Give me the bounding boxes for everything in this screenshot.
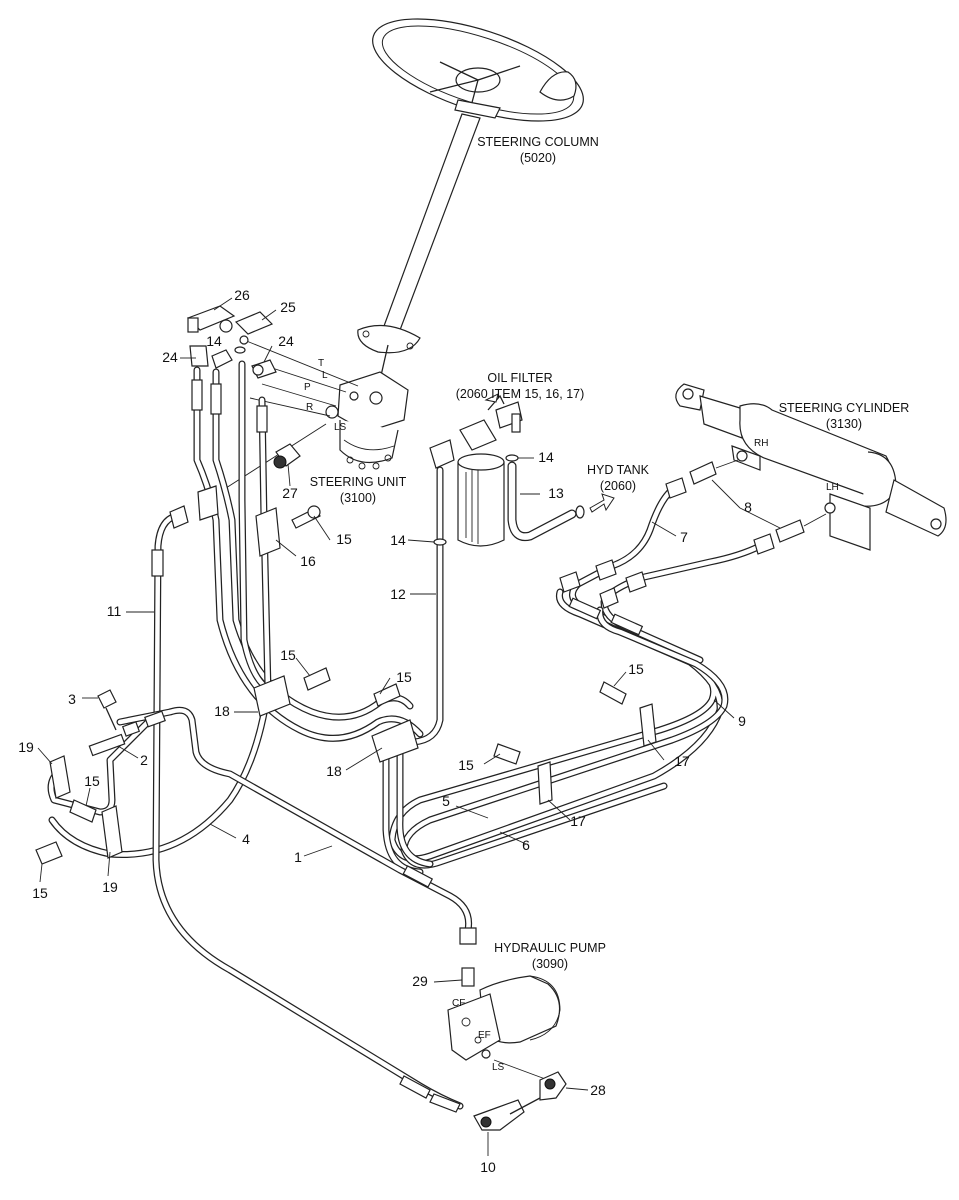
callout-6: 6 xyxy=(522,837,530,853)
callout-3: 3 xyxy=(68,691,76,707)
steering-unit xyxy=(325,371,409,470)
callout-25: 25 xyxy=(280,299,296,315)
clips-19 xyxy=(49,755,123,859)
callout-15-right: 15 xyxy=(628,661,644,677)
steering-unit-ref: (3100) xyxy=(340,491,376,505)
fitting-3 xyxy=(97,689,117,731)
callout-14-tank: 14 xyxy=(538,449,554,465)
port-label-ls: LS xyxy=(334,422,347,433)
callout-16: 16 xyxy=(300,553,316,569)
callout-19-lower: 19 xyxy=(102,879,118,895)
port-label-cf: CF xyxy=(452,998,465,1009)
hydraulic-pump-name: HYDRAULIC PUMP xyxy=(494,941,606,955)
callout-24-left: 24 xyxy=(162,349,178,365)
callout-9: 9 xyxy=(738,713,746,729)
port-label-ef: EF xyxy=(478,1030,491,1041)
callout-13: 13 xyxy=(548,485,564,501)
steering-cylinder-ref: (3130) xyxy=(826,417,862,431)
oil-filter-ref: (2060 ITEM 15, 16, 17) xyxy=(456,387,585,401)
callout-15-upper: 15 xyxy=(336,531,352,547)
port-label-t: T xyxy=(318,358,324,369)
port-label-ls-pump: LS xyxy=(492,1062,505,1073)
callout-24-upper: 24 xyxy=(278,333,294,349)
hydraulic-pump xyxy=(447,967,561,1081)
callout-15-mid: 15 xyxy=(280,647,296,663)
fitting-24-upper xyxy=(251,359,277,379)
callout-27: 27 xyxy=(282,485,298,501)
fitting-27 xyxy=(273,443,301,469)
fitting-28 xyxy=(539,1071,567,1101)
steering-column-ref: (5020) xyxy=(520,151,556,165)
hose-11 xyxy=(151,505,464,1113)
callout-leaders xyxy=(37,297,781,1156)
hose-12 xyxy=(410,466,447,746)
callout-17-center: 17 xyxy=(570,813,586,829)
bolt-15-upper xyxy=(291,505,321,529)
callout-1: 1 xyxy=(294,849,302,865)
callout-11: 11 xyxy=(107,603,122,619)
callout-5: 5 xyxy=(442,793,450,809)
oil-filter-name: OIL FILTER xyxy=(487,371,552,385)
oil-filter xyxy=(429,393,523,547)
port-label-l: L xyxy=(322,370,328,381)
port-label-lh: LH xyxy=(826,482,839,493)
hoses-5-6-9 xyxy=(382,588,729,876)
hyd-tank-arrow xyxy=(589,493,615,513)
callout-26: 26 xyxy=(234,287,250,303)
port-label-r: R xyxy=(306,402,313,413)
clips-18 xyxy=(253,675,419,763)
callout-17-right: 17 xyxy=(674,753,690,769)
callout-29: 29 xyxy=(412,973,428,989)
callout-15-left: 15 xyxy=(84,773,100,789)
bolts-15 xyxy=(35,667,627,865)
fitting-26-elbow xyxy=(186,305,236,333)
callout-28: 28 xyxy=(590,1082,606,1098)
hose-1 xyxy=(116,706,477,945)
callout-18-center: 18 xyxy=(326,763,342,779)
fitting-10 xyxy=(473,1097,541,1131)
callout-14-unit: 14 xyxy=(206,333,222,349)
callout-15-lower-left: 15 xyxy=(32,885,48,901)
fitting-14-oring-unit xyxy=(234,346,246,354)
callout-18-left: 18 xyxy=(214,703,230,719)
hose-13 xyxy=(505,454,585,542)
callout-4: 4 xyxy=(242,831,250,847)
clips-17 xyxy=(537,703,657,805)
steering-column-shaft xyxy=(357,113,481,381)
callout-15-lower: 15 xyxy=(458,757,474,773)
callout-15-center: 15 xyxy=(396,669,412,685)
callout-2: 2 xyxy=(140,752,148,768)
callout-14-filter: 14 xyxy=(390,532,406,548)
callout-19-upper: 19 xyxy=(18,739,34,755)
steering-column-name: STEERING COLUMN xyxy=(477,135,599,149)
callout-12: 12 xyxy=(390,586,406,602)
hyd-tank-name: HYD TANK xyxy=(587,463,650,477)
fittings-8 xyxy=(689,459,827,543)
hose-7 xyxy=(559,477,775,664)
steering-unit-name: STEERING UNIT xyxy=(310,475,407,489)
hyd-tank-ref: (2060) xyxy=(600,479,636,493)
fitting-24-left xyxy=(189,345,233,369)
clip-16 xyxy=(197,485,281,557)
steering-cylinder xyxy=(675,383,947,551)
steering-cylinder-name: STEERING CYLINDER xyxy=(779,401,910,415)
hydraulic-pump-ref: (3090) xyxy=(532,957,568,971)
fitting-25-adapter xyxy=(234,311,274,345)
hose-2 xyxy=(47,710,166,816)
port-label-rh: RH xyxy=(754,438,768,449)
callout-10: 10 xyxy=(480,1159,496,1175)
callout-8: 8 xyxy=(744,499,752,515)
steering-wheel xyxy=(372,18,584,122)
port-label-p: P xyxy=(304,382,311,393)
callout-7: 7 xyxy=(680,529,688,545)
